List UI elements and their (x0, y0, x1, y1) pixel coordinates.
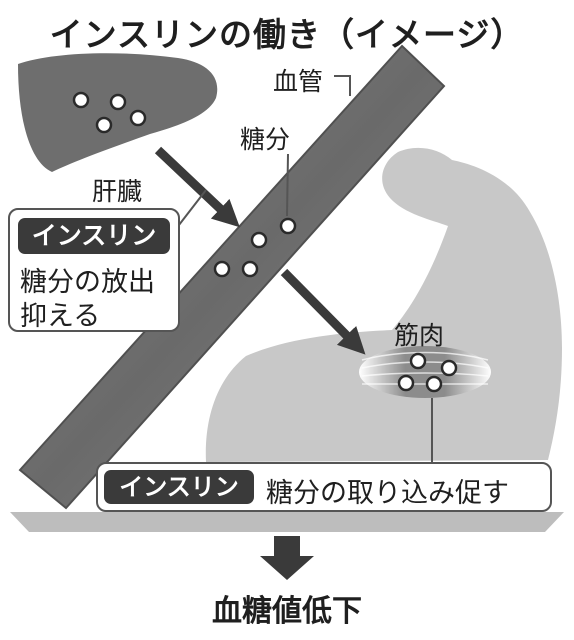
liver-effect-box: インスリン 糖分の放出 抑える (8, 208, 180, 332)
liver (18, 53, 218, 173)
sugar-label: 糖分 (240, 125, 291, 154)
muscle-effect-box: インスリン 糖分の取り込み促す (96, 462, 552, 512)
liver-effect-line2: 抑える (20, 301, 101, 332)
muscle-insulin-badge: インスリン (104, 470, 254, 504)
liver-effect-line1: 糖分の放出 (20, 267, 155, 298)
liver-sugar-dots (72, 91, 147, 134)
arm-silhouette (205, 147, 562, 462)
result-down-arrow (260, 536, 314, 580)
vessel-to-muscle-arrow (280, 268, 366, 355)
vessel-leader (334, 75, 351, 96)
diagram-title: インスリンの働き（イメージ） (49, 15, 525, 54)
blood-vessel-label: 血管 (273, 67, 324, 96)
liver-insulin-badge: インスリン (18, 218, 170, 254)
vessel-sugar-dots (213, 217, 297, 278)
muscle-effect-text: 糖分の取り込み促す (266, 478, 509, 509)
muscle-bundle (359, 346, 491, 398)
background-panel (10, 512, 564, 532)
muscle-label: 筋肉 (394, 321, 445, 350)
liver-label: 肝臓 (92, 177, 143, 206)
result-label: 血糖値低下 (212, 594, 362, 629)
sugar-leader (286, 153, 289, 217)
liver-to-vessel-arrow (154, 146, 240, 228)
